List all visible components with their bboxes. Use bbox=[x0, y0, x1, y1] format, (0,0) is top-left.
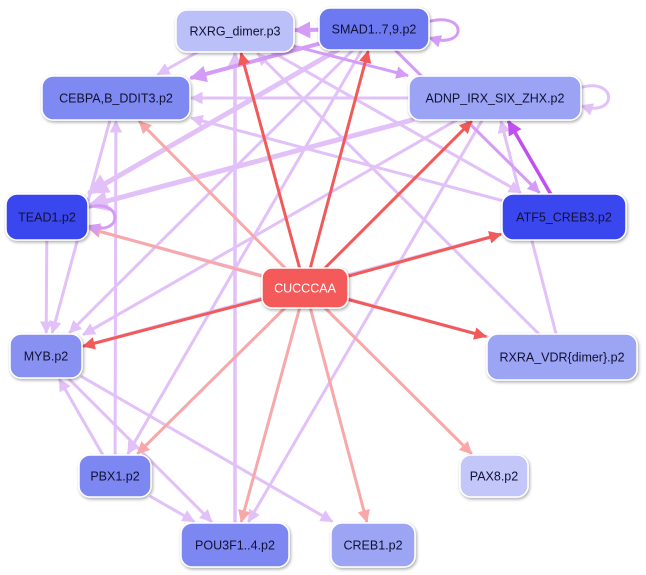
edge-myb-to-pou3f1 bbox=[66, 376, 213, 523]
edge-center-to-creb1 bbox=[308, 306, 370, 523]
self-loop-smad bbox=[426, 18, 460, 48]
motif-node-box bbox=[261, 267, 349, 309]
edge-smad-to-atf5 bbox=[393, 48, 541, 194]
node-label-pou3f1: POU3F1..4.p2 bbox=[195, 539, 275, 553]
node-box-myb bbox=[9, 333, 83, 379]
edge-center-to-tead1 bbox=[88, 225, 264, 278]
node-adnp[interactable]: ADNP_IRX_SIX_ZHX.p2 bbox=[408, 75, 582, 121]
node-box-tead1 bbox=[5, 193, 89, 241]
self-loop-adnp bbox=[578, 84, 610, 116]
node-label-adnp: ADNP_IRX_SIX_ZHX.p2 bbox=[426, 92, 565, 106]
edge-rxrg-to-adnp bbox=[292, 44, 409, 79]
node-label-smad: SMAD1..7,9.p2 bbox=[332, 23, 417, 37]
self-loop-tead1 bbox=[85, 204, 117, 236]
edge-pbx1-to-myb bbox=[58, 378, 105, 457]
node-label-atf5: ATF5_CREB3.p2 bbox=[516, 211, 612, 225]
edge-myb-to-creb1 bbox=[80, 375, 334, 523]
node-label-creb1: CREB1.p2 bbox=[343, 539, 402, 553]
node-rxrg[interactable]: RXRG_dimer.p3 bbox=[175, 9, 295, 53]
node-label-pax8: PAX8.p2 bbox=[470, 470, 518, 484]
node-atf5[interactable]: ATF5_CREB3.p2 bbox=[501, 193, 627, 241]
edge-pbx1-to-cebpa bbox=[109, 120, 123, 457]
edge-adnp-to-pou3f1 bbox=[247, 118, 484, 523]
node-box-rxra bbox=[486, 333, 638, 381]
node-myb[interactable]: MYB.p2 bbox=[9, 333, 83, 379]
node-smad[interactable]: SMAD1..7,9.p2 bbox=[318, 7, 430, 51]
node-box-pbx1 bbox=[78, 454, 152, 498]
node-box-atf5 bbox=[501, 193, 627, 241]
edge-center-to-myb bbox=[82, 297, 264, 350]
node-label-rxra: RXRA_VDR{dimer}.p2 bbox=[499, 351, 624, 365]
node-pou3f1[interactable]: POU3F1..4.p2 bbox=[180, 522, 290, 568]
node-cebpa[interactable]: CEBPA,B_DDIT3.p2 bbox=[41, 75, 191, 121]
node-box-pax8 bbox=[459, 454, 529, 498]
node-box-creb1 bbox=[330, 522, 416, 568]
node-box-smad bbox=[318, 7, 430, 51]
edge-center-to-rxra bbox=[346, 298, 487, 340]
node-box-rxrg bbox=[175, 9, 295, 53]
edge-center-to-pax8 bbox=[323, 306, 473, 455]
node-layer: RXRG_dimer.p3 SMAD1..7,9.p2CEBPA,B_DDIT3.… bbox=[5, 7, 638, 568]
edge-adnp-to-tead1 bbox=[86, 117, 415, 212]
edge-center-to-pou3f1 bbox=[238, 306, 302, 523]
edge-adnp-to-myb bbox=[82, 118, 459, 336]
edge-pbx1-to-pou3f1 bbox=[149, 495, 195, 523]
edge-center-to-smad bbox=[308, 50, 372, 270]
node-box-cebpa bbox=[41, 75, 191, 121]
node-creb1[interactable]: CREB1.p2 bbox=[330, 522, 416, 568]
node-label-tead1: TEAD1.p2 bbox=[18, 211, 76, 225]
edge-atf5-to-cebpa bbox=[190, 114, 504, 202]
node-pax8[interactable]: PAX8.p2 bbox=[459, 454, 529, 498]
node-tead1[interactable]: TEAD1.p2 bbox=[5, 193, 89, 241]
edge-center-to-pbx1 bbox=[136, 306, 287, 455]
node-label-pbx1: PBX1.p2 bbox=[90, 470, 139, 484]
node-box-pou3f1 bbox=[180, 522, 290, 568]
node-label-cebpa: CEBPA,B_DDIT3.p2 bbox=[59, 92, 173, 106]
edge-rxrg-to-cebpa bbox=[156, 50, 200, 76]
edge-center-to-cebpa bbox=[138, 120, 287, 270]
motif-label: CUCCCAA bbox=[274, 282, 336, 296]
edge-rxrg-to-atf5 bbox=[270, 50, 522, 194]
edge-smad-to-tead1 bbox=[87, 47, 340, 195]
edge-smad-to-myb bbox=[68, 48, 355, 334]
edge-smad-to-cebpa bbox=[189, 41, 321, 83]
node-pbx1[interactable]: PBX1.p2 bbox=[78, 454, 152, 498]
edge-center-to-adnp bbox=[323, 120, 473, 270]
node-box-adnp bbox=[408, 75, 582, 121]
edge-center-to-rxrg bbox=[238, 52, 302, 270]
edge-center-to-atf5 bbox=[346, 231, 502, 278]
edge-smad-to-pbx1 bbox=[126, 48, 364, 455]
motif-node[interactable]: CUCCCAA bbox=[261, 267, 349, 309]
node-label-myb: MYB.p2 bbox=[24, 350, 69, 364]
edge-atf5-to-adnp bbox=[507, 120, 553, 196]
node-rxra[interactable]: RXRA_VDR{dimer}.p2 bbox=[486, 333, 638, 381]
node-label-rxrg: RXRG_dimer.p3 bbox=[189, 25, 280, 39]
edge-tead1-to-myb bbox=[39, 238, 53, 334]
